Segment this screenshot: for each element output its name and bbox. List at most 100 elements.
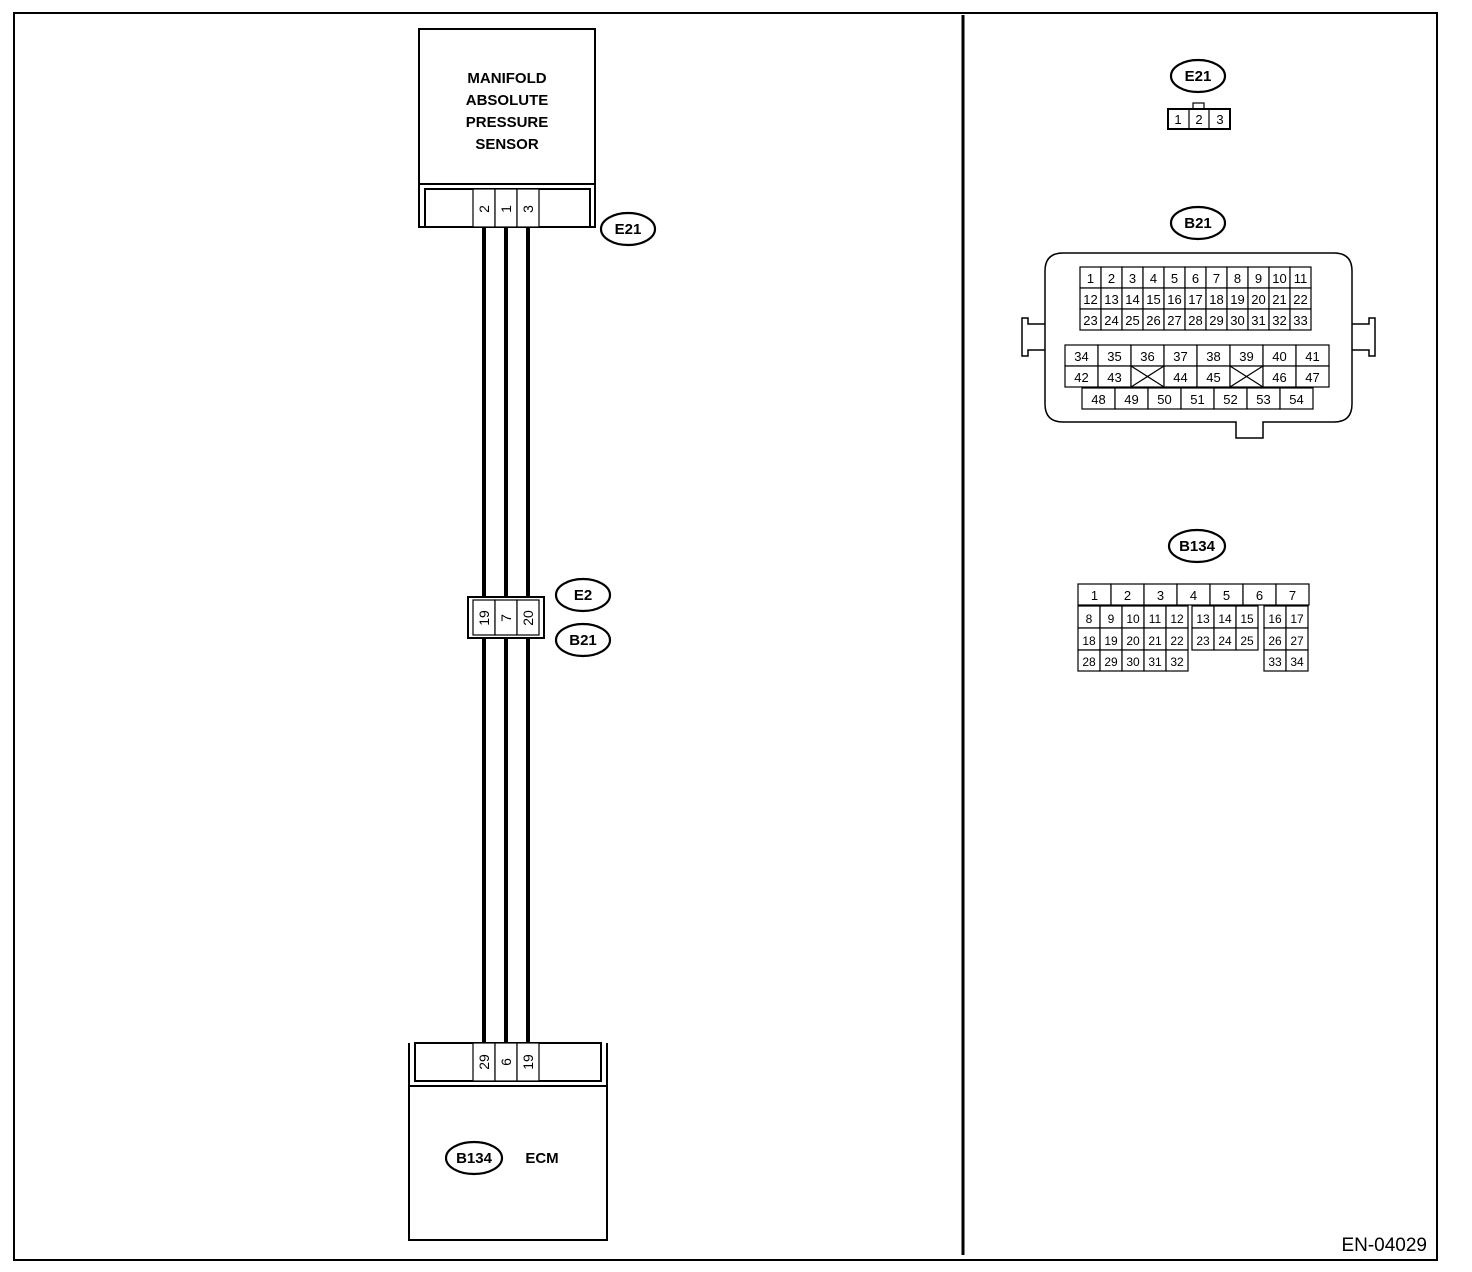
ecm-connector-tag-text: B134 [456,1150,493,1167]
b21-pin-37: 37 [1173,349,1187,364]
b21-pin-12: 12 [1083,292,1097,307]
b21-pin-17: 17 [1188,292,1202,307]
b134-pin-5: 5 [1223,588,1230,603]
b21-pin-41: 41 [1305,349,1319,364]
sensor-label-4: SENSOR [475,136,539,153]
b21-pin-26: 26 [1146,313,1160,328]
sensor-pin-2: 1 [498,205,514,213]
b21-pin-27: 27 [1167,313,1181,328]
b21-pin-2: 2 [1108,271,1115,286]
b134-pin-24: 24 [1218,634,1232,648]
b134-pin-4: 4 [1190,588,1197,603]
face-b21-tag-text: B21 [1184,215,1212,232]
b21-pin-19: 19 [1230,292,1244,307]
b21-pin-50: 50 [1157,392,1171,407]
b21-pin-40: 40 [1272,349,1286,364]
sensor-label-2: ABSOLUTE [466,92,549,109]
b21-pin-1: 1 [1087,271,1094,286]
harness-wires [482,228,530,1043]
b21-pin-54: 54 [1289,392,1303,407]
b134-pin-14: 14 [1218,612,1232,626]
b21-pin-23: 23 [1083,313,1097,328]
ecm-pin-1: 29 [476,1054,492,1070]
b134-pin-22: 22 [1170,634,1184,648]
b21-pin-32: 32 [1272,313,1286,328]
b21-pin-10: 10 [1272,271,1286,286]
b21-pin-46: 46 [1272,370,1286,385]
b21-pin-25: 25 [1125,313,1139,328]
b21-pin-9: 9 [1255,271,1262,286]
ecm-label: ECM [525,1150,558,1167]
b21-pin-29: 29 [1209,313,1223,328]
b21-pin-45: 45 [1206,370,1220,385]
joint-pin-3: 20 [520,610,536,626]
b21-pin-6: 6 [1192,271,1199,286]
b21-pin-7: 7 [1213,271,1220,286]
b21-pin-44: 44 [1173,370,1187,385]
face-b134-tag [1167,528,1227,564]
b21-pin-39: 39 [1239,349,1253,364]
b21-pin-15: 15 [1146,292,1160,307]
b21-pin-35: 35 [1107,349,1121,364]
b134-pin-33: 33 [1268,655,1282,669]
joint-pin-2: 7 [498,614,514,622]
b21-pin-38: 38 [1206,349,1220,364]
b134-pin-30: 30 [1126,655,1140,669]
face-e21-pin-3: 3 [1216,112,1223,127]
b21-pin-30: 30 [1230,313,1244,328]
b134-pin-8: 8 [1086,612,1093,626]
b21-pin-47: 47 [1305,370,1319,385]
b134-pin-21: 21 [1148,634,1162,648]
face-e21-pin-2: 2 [1195,112,1202,127]
b134-pin-15: 15 [1240,612,1254,626]
sensor-pin-1: 2 [476,205,492,213]
b21-pin-13: 13 [1104,292,1118,307]
ecm-pin-2: 6 [498,1058,514,1066]
joint-pin-1: 19 [476,610,492,626]
b21-pin-53: 53 [1256,392,1270,407]
b134-pin-27: 27 [1290,634,1304,648]
b134-pin-17: 17 [1290,612,1304,626]
sensor-connector-tag-text: E21 [615,221,642,238]
b21-pin-5: 5 [1171,271,1178,286]
ecm-connector-tag [444,1140,504,1176]
joint-tag-top [554,577,612,613]
b134-pin-11: 11 [1149,612,1162,626]
b134-pin-9: 9 [1108,612,1115,626]
b21-pin-31: 31 [1251,313,1265,328]
joint-tag-top-text: E2 [574,587,592,604]
b21-pin-8: 8 [1234,271,1241,286]
b134-pin-31: 31 [1148,655,1162,669]
b21-pin-4: 4 [1150,271,1157,286]
ecm: 29 6 19 B134 ECM [408,1042,608,1241]
joint-tag-bottom-text: B21 [569,632,597,649]
b21-pin-43: 43 [1107,370,1121,385]
b21-pin-48: 48 [1091,392,1105,407]
b134-pin-34: 34 [1290,655,1304,669]
ecm-body [408,1085,608,1241]
b134-pin-25: 25 [1240,634,1254,648]
b21-pin-33: 33 [1293,313,1307,328]
b134-pin-25-cell [1235,627,1259,651]
b134-pin-6: 6 [1256,588,1263,603]
face-e21: E21 1 2 3 [1167,58,1231,130]
b21-pin-18: 18 [1209,292,1223,307]
b21-pin-51: 51 [1190,392,1204,407]
b21-pin-14: 14 [1125,292,1139,307]
b134-pin-29: 29 [1104,655,1118,669]
b21-pin-52: 52 [1223,392,1237,407]
b134-pin-20: 20 [1126,634,1140,648]
b21-pin-20: 20 [1251,292,1265,307]
b134-pin-2: 2 [1124,588,1131,603]
b134-pin-13: 13 [1196,612,1210,626]
face-e21-body [1167,108,1231,130]
b134-pin-10: 10 [1126,612,1140,626]
b134-pin-7: 7 [1289,588,1296,603]
b21-pin-22: 22 [1293,292,1307,307]
b21-pin-11: 11 [1294,271,1308,286]
diagram-frame [13,12,1438,1261]
b134-pin-32-cell [1165,649,1189,672]
b134-pin-18: 18 [1082,634,1096,648]
